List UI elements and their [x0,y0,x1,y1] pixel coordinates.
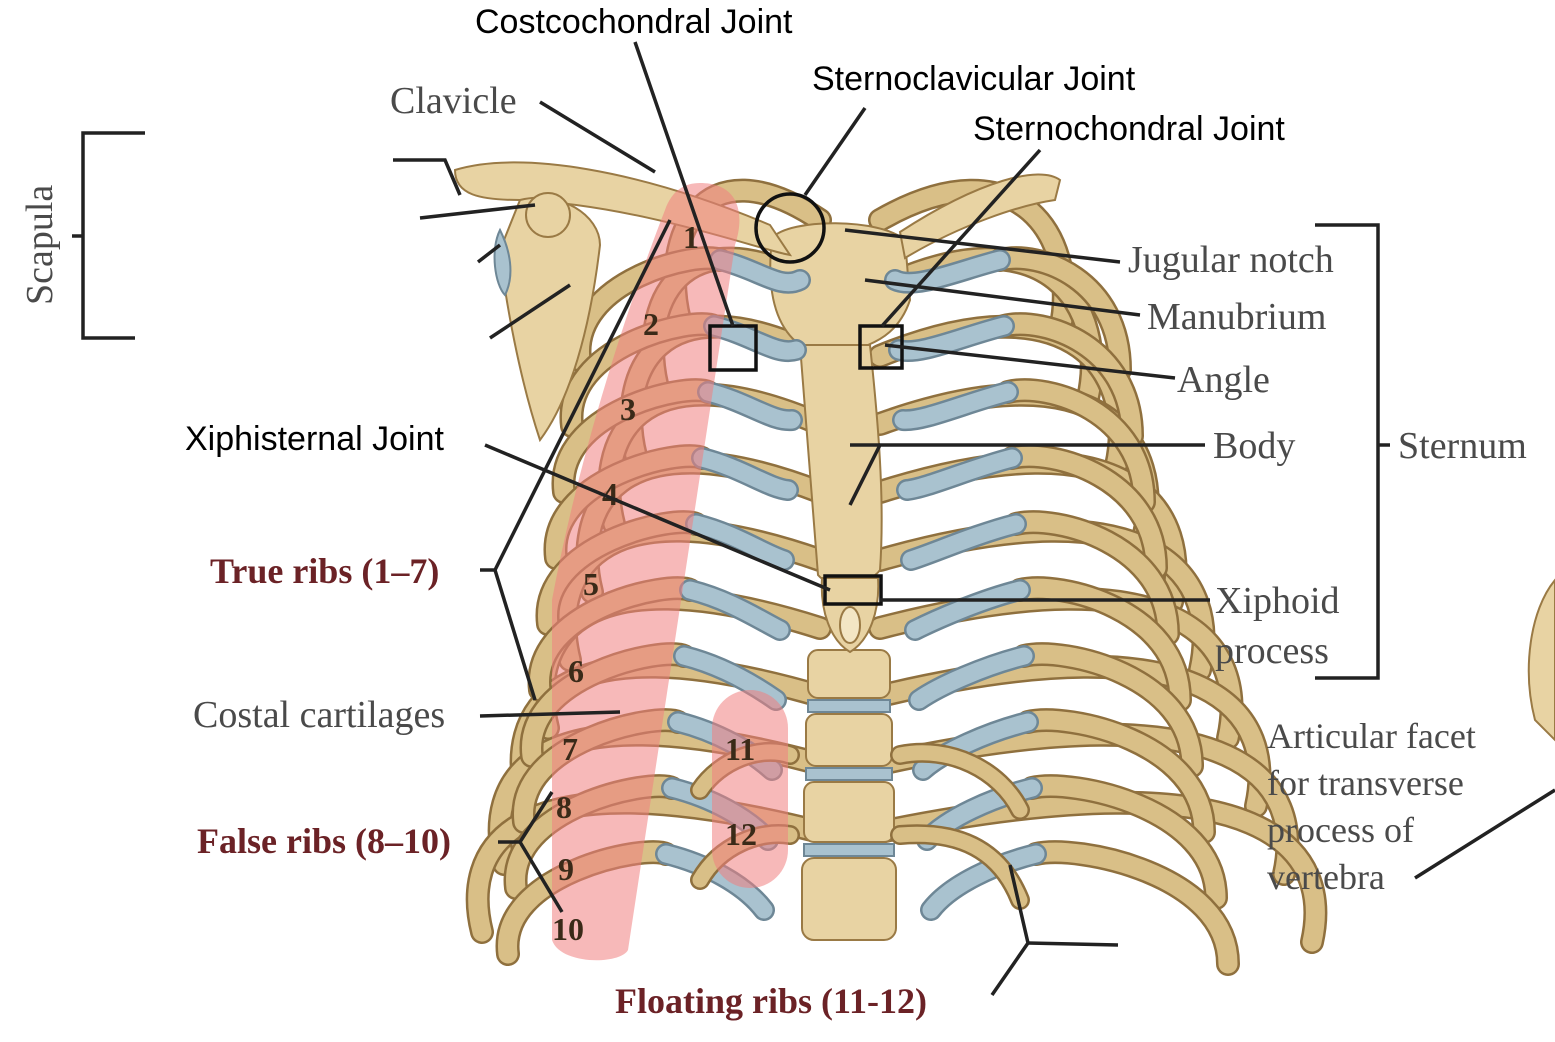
costal-cartilage-right [894,383,1017,429]
angle-label: Angle [1177,359,1270,401]
costal-cartilage-right [886,251,1009,292]
rib-number-2: 2 [643,306,659,342]
floating-rib [892,745,1028,818]
false-ribs-label: False ribs (8–10) [197,821,451,861]
floating-rib [892,826,1028,908]
costal-cartilage-right [890,317,1013,360]
costal-cartilage-right [898,449,1021,499]
rib-front-right [994,314,1142,446]
articular-facet-label-line2: for transverse [1267,763,1464,803]
sternum-label: Sternum [1398,425,1527,467]
sternum-bone [769,222,912,654]
costal-cartilage-left [699,383,801,429]
rib-number-8: 8 [556,789,572,825]
manubrium-label: Manubrium [1147,296,1326,338]
rib-number-1: 1 [683,219,699,255]
vertebral-column [801,649,897,941]
costal-cartilages-label: Costal cartilages [193,694,445,736]
costal-cartilage-right [922,845,1045,919]
costal-cartilage-left [705,317,805,360]
body-label: Body [1213,425,1295,467]
rib-number-4: 4 [602,476,618,512]
xiphoid-label-line2: process [1215,630,1329,672]
floating-ribs-highlight [712,690,788,888]
rib-front-right [1006,512,1178,644]
clavicle-label: Clavicle [390,80,517,122]
rib-numbers: 1 2 3 4 5 6 7 8 9 10 11 12 [552,219,757,947]
scapula-label: Scapula [19,185,61,305]
costal-cartilage-right [910,647,1033,709]
rib-number-6: 6 [568,653,584,689]
jugular-notch-label: Jugular notch [1128,239,1334,281]
vertebra-partial [1527,578,1555,742]
rib-number-9: 9 [558,851,574,887]
costal-cartilage-right [906,581,1029,639]
rib-number-12: 12 [725,816,757,852]
rib-front-right [1026,842,1238,974]
xiphoid-label-line1: Xiphoid [1215,580,1340,622]
costal-cartilage-right [914,713,1037,779]
costochondral-joint-label: Costcochondral Joint [475,3,793,41]
costal-cartilage-left [693,449,797,499]
rib-front-right [1002,446,1166,578]
rib-highlights [552,183,788,961]
sternoclavicular-joint-label: Sternoclavicular Joint [812,60,1136,98]
true-false-ribs-highlight [552,183,740,961]
rib-front-right [1018,710,1214,842]
rib-number-3: 3 [620,391,636,427]
xiphisternal-box [823,574,883,606]
sternoclavicular-circle [754,192,826,264]
rib-number-11: 11 [725,731,755,767]
rib-number-7: 7 [562,731,578,767]
costal-cartilage-left [681,581,789,639]
articular-facet-label-line1: Articular facet [1267,716,1476,756]
rib-front-right [1022,776,1226,908]
rib-front-right [990,248,1130,380]
rib-number-10: 10 [552,911,584,947]
floating-ribs-label: Floating ribs (11-12) [615,981,927,1021]
articular-facet-label-line3: process of [1267,810,1414,850]
articular-facet-label-line4: vertebra [1267,857,1385,897]
sternochondral-joint-label: Sternochondral Joint [973,110,1285,148]
rib-front-right [998,380,1154,512]
leader-lines [72,41,1555,996]
costal-cartilage-left [687,515,793,569]
costal-cartilage-right [902,515,1025,569]
rib-number-5: 5 [583,566,599,602]
rib-front-right [1014,644,1202,776]
rib-front-right [1010,578,1190,710]
scapula-bone [493,192,602,443]
true-ribs-label: True ribs (1–7) [210,551,439,591]
xiphisternal-joint-label: Xiphisternal Joint [185,420,444,458]
